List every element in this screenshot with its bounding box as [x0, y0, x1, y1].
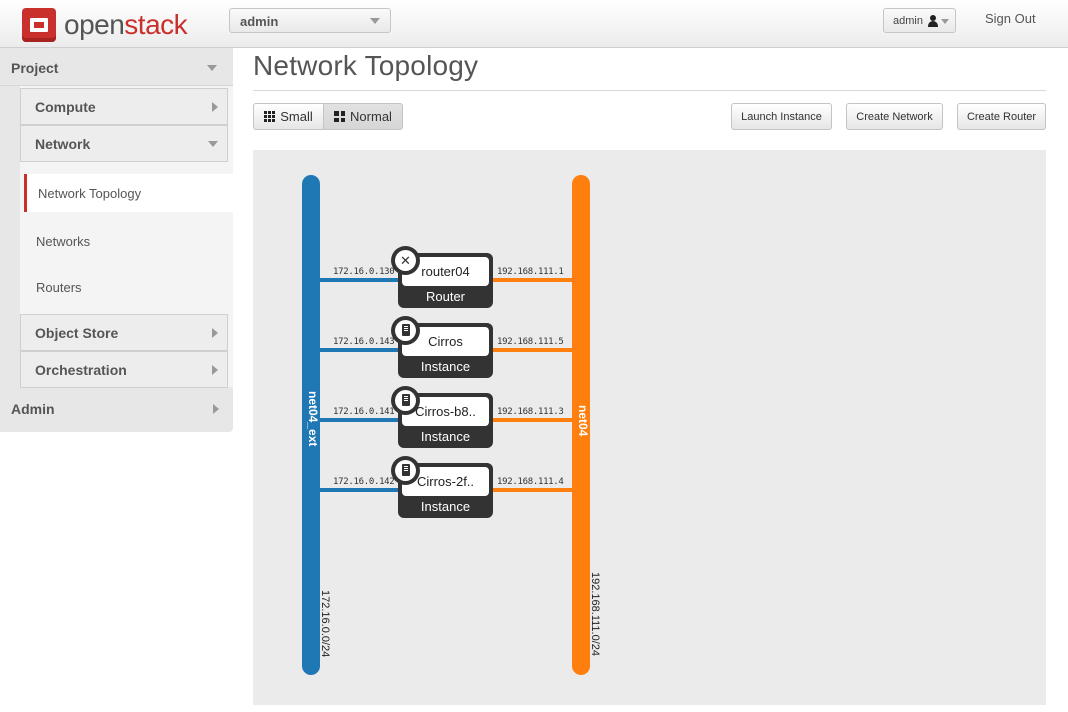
network-cidr: 192.168.111.0/24 — [589, 572, 601, 657]
sidebar-panel-object-store[interactable]: Object Store — [20, 314, 228, 351]
port-link — [319, 488, 401, 492]
port-link — [491, 488, 573, 492]
user-icon — [927, 15, 939, 27]
port-ip-label: 172.16.0.142 — [333, 477, 395, 487]
port-ip-label: 192.168.111.3 — [497, 407, 564, 417]
sidebar-item-network-topology[interactable]: Network Topology — [24, 174, 233, 212]
topology-node-router[interactable]: router04 Router ✕ — [391, 246, 493, 308]
node-name: Cirros-b8.. — [402, 397, 489, 426]
sidebar-item-networks[interactable]: Networks — [24, 222, 233, 260]
chevron-right-icon — [213, 404, 219, 414]
view-normal-button[interactable]: Normal — [323, 103, 403, 130]
view-small-label: Small — [280, 109, 313, 124]
grid-small-icon — [264, 111, 276, 122]
port-link — [491, 418, 573, 422]
chevron-right-icon — [212, 328, 218, 338]
project-switcher-dropdown[interactable]: admin — [229, 8, 391, 33]
openstack-logo-icon — [22, 8, 56, 42]
user-menu-dropdown[interactable]: admin — [883, 8, 956, 33]
create-router-button[interactable]: Create Router — [957, 103, 1046, 130]
port-ip-label: 172.16.0.130 — [333, 267, 395, 277]
sidebar: Project Compute Network Network Topology… — [0, 48, 233, 432]
server-icon — [391, 386, 420, 415]
chevron-down-icon — [207, 65, 217, 71]
topology-node-instance[interactable]: Cirros Instance — [391, 316, 493, 378]
port-link — [319, 278, 401, 282]
topology-node-instance[interactable]: Cirros-b8.. Instance — [391, 386, 493, 448]
sidebar-item-label: Networks — [36, 234, 91, 249]
brand-wordmark: openstack — [64, 9, 188, 40]
node-type: Instance — [420, 359, 471, 374]
sidebar-item-label: Routers — [36, 280, 82, 295]
port-link — [319, 418, 401, 422]
topology-node-instance[interactable]: Cirros-2f.. Instance — [391, 456, 493, 518]
sidebar-panel-orchestration[interactable]: Orchestration — [20, 351, 228, 388]
sidebar-dashboard-label: Admin — [11, 401, 55, 417]
network-name: net04_ext — [306, 391, 320, 447]
view-small-button[interactable]: Small — [253, 103, 324, 130]
divider — [253, 90, 1046, 91]
port-ip-label: 192.168.111.1 — [497, 267, 564, 277]
server-icon — [391, 316, 420, 345]
node-type: Router — [425, 289, 466, 304]
network-name: net04 — [576, 405, 590, 437]
node-type: Instance — [420, 499, 471, 514]
chevron-down-icon — [370, 18, 380, 24]
node-type: Instance — [420, 429, 471, 444]
chevron-down-icon — [208, 141, 218, 147]
sidebar-panel-network[interactable]: Network — [20, 125, 228, 162]
sidebar-item-label: Network Topology — [38, 186, 142, 201]
port-link — [491, 348, 573, 352]
chevron-down-icon — [941, 19, 949, 24]
top-bar: openstack admin admin Sign Out — [0, 0, 1068, 48]
view-normal-label: Normal — [350, 109, 392, 124]
sidebar-panel-label: Network — [35, 136, 91, 152]
server-icon — [391, 456, 420, 485]
port-ip-label: 172.16.0.143 — [333, 337, 395, 347]
page-title: Network Topology — [253, 50, 479, 81]
user-menu-label: admin — [893, 15, 923, 27]
chevron-right-icon — [212, 102, 218, 112]
sidebar-dashboard-admin[interactable]: Admin — [0, 387, 233, 432]
port-link — [491, 278, 573, 282]
grid-large-icon — [334, 111, 346, 122]
sidebar-dashboard-label: Project — [11, 60, 59, 76]
chevron-right-icon — [212, 365, 218, 375]
network-cidr: 172.16.0.0/24 — [319, 590, 331, 658]
launch-instance-button[interactable]: Launch Instance — [731, 103, 832, 130]
project-switcher-label: admin — [240, 14, 279, 29]
port-ip-label: 192.168.111.4 — [497, 477, 564, 487]
port-link — [319, 348, 401, 352]
sidebar-panel-label: Orchestration — [35, 362, 127, 378]
sidebar-item-routers[interactable]: Routers — [24, 268, 233, 306]
sidebar-panel-label: Compute — [35, 99, 96, 115]
sign-out-link[interactable]: Sign Out — [985, 11, 1036, 26]
sidebar-dashboard-project[interactable]: Project — [0, 48, 233, 86]
router-icon: ✕ — [391, 246, 420, 275]
network-bar-net04-ext[interactable] — [302, 175, 320, 675]
port-ip-label: 172.16.0.141 — [333, 407, 395, 417]
brand-logo-link[interactable]: openstack — [22, 8, 188, 42]
sidebar-panel-label: Object Store — [35, 325, 119, 341]
port-ip-label: 192.168.111.5 — [497, 337, 564, 347]
create-network-button[interactable]: Create Network — [846, 103, 943, 130]
network-bar-net04[interactable] — [572, 175, 590, 675]
sidebar-panel-compute[interactable]: Compute — [20, 88, 228, 125]
topology-canvas — [253, 150, 1046, 705]
